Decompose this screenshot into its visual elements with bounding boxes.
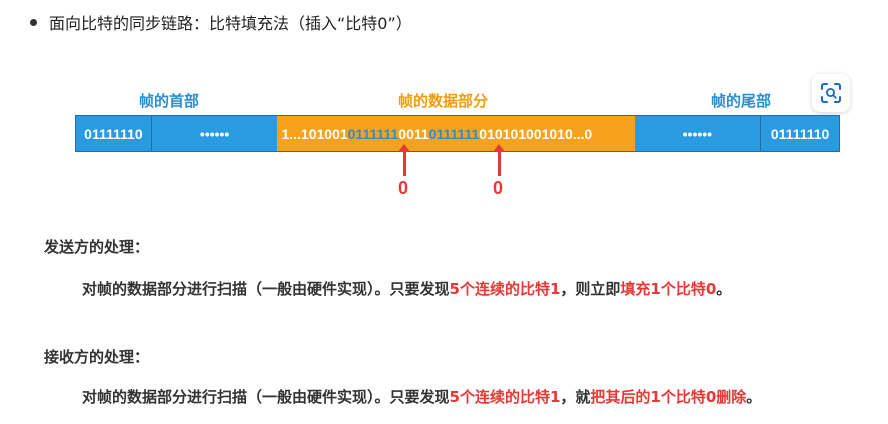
data-highlight-1: 0111111 bbox=[347, 125, 399, 142]
frame-tail-label: 帧的尾部 bbox=[711, 92, 772, 110]
insert-arrow-2 bbox=[493, 144, 505, 176]
frame-data-label: 帧的数据部分 bbox=[398, 92, 489, 110]
sender-heading: 发送方的处理： bbox=[44, 238, 150, 256]
receiver-highlight-a: 5个连续的比特1 bbox=[449, 388, 561, 406]
bullet-title-text: 面向比特的同步链路：比特填充法（插入“比特0”） bbox=[49, 14, 412, 33]
tail-dots-cell: •••••• bbox=[634, 116, 761, 151]
bullet-title: 面向比特的同步链路：比特填充法（插入“比特0”） bbox=[30, 12, 412, 36]
insert-arrow-1 bbox=[398, 144, 410, 176]
receiver-highlight-b: 把其后的1个比特0删除 bbox=[590, 388, 747, 406]
inserted-bit-2: 0 bbox=[493, 178, 504, 198]
scan-text-button[interactable] bbox=[812, 74, 850, 112]
receiver-text-b: ，就 bbox=[560, 388, 591, 406]
sender-text-b: ，则立即 bbox=[560, 280, 621, 298]
sender-text-c: 。 bbox=[716, 280, 732, 298]
data-segment-1: 1...101001 bbox=[281, 125, 348, 142]
sender-highlight-a: 5个连续的比特1 bbox=[449, 280, 561, 298]
scan-text-icon bbox=[821, 83, 841, 103]
data-segment-2: 0011 bbox=[398, 125, 429, 142]
receiver-text-c: 。 bbox=[746, 388, 762, 406]
inserted-bit-1: 0 bbox=[398, 178, 409, 198]
receiver-heading: 接收方的处理： bbox=[44, 348, 150, 366]
data-highlight-2: 0111111 bbox=[428, 125, 480, 142]
frame-head-label: 帧的首部 bbox=[139, 92, 200, 110]
receiver-text-a: 对帧的数据部分进行扫描（一般由硬件实现）。只要发现 bbox=[82, 388, 450, 406]
head-dots-cell: •••••• bbox=[151, 116, 278, 151]
start-flag-cell: 01111110 bbox=[76, 116, 152, 151]
sender-text-a: 对帧的数据部分进行扫描（一般由硬件实现）。只要发现 bbox=[82, 280, 450, 298]
sender-highlight-b: 填充1个比特0 bbox=[620, 280, 717, 298]
sender-paragraph: 对帧的数据部分进行扫描（一般由硬件实现）。只要发现5个连续的比特1，则立即填充1… bbox=[82, 278, 731, 299]
bullet-dot-icon bbox=[30, 19, 37, 26]
receiver-paragraph: 对帧的数据部分进行扫描（一般由硬件实现）。只要发现5个连续的比特1，就把其后的1… bbox=[82, 386, 761, 407]
end-flag-cell: 01111110 bbox=[760, 116, 839, 151]
data-segment-3: 010101001010...0 bbox=[479, 125, 593, 142]
